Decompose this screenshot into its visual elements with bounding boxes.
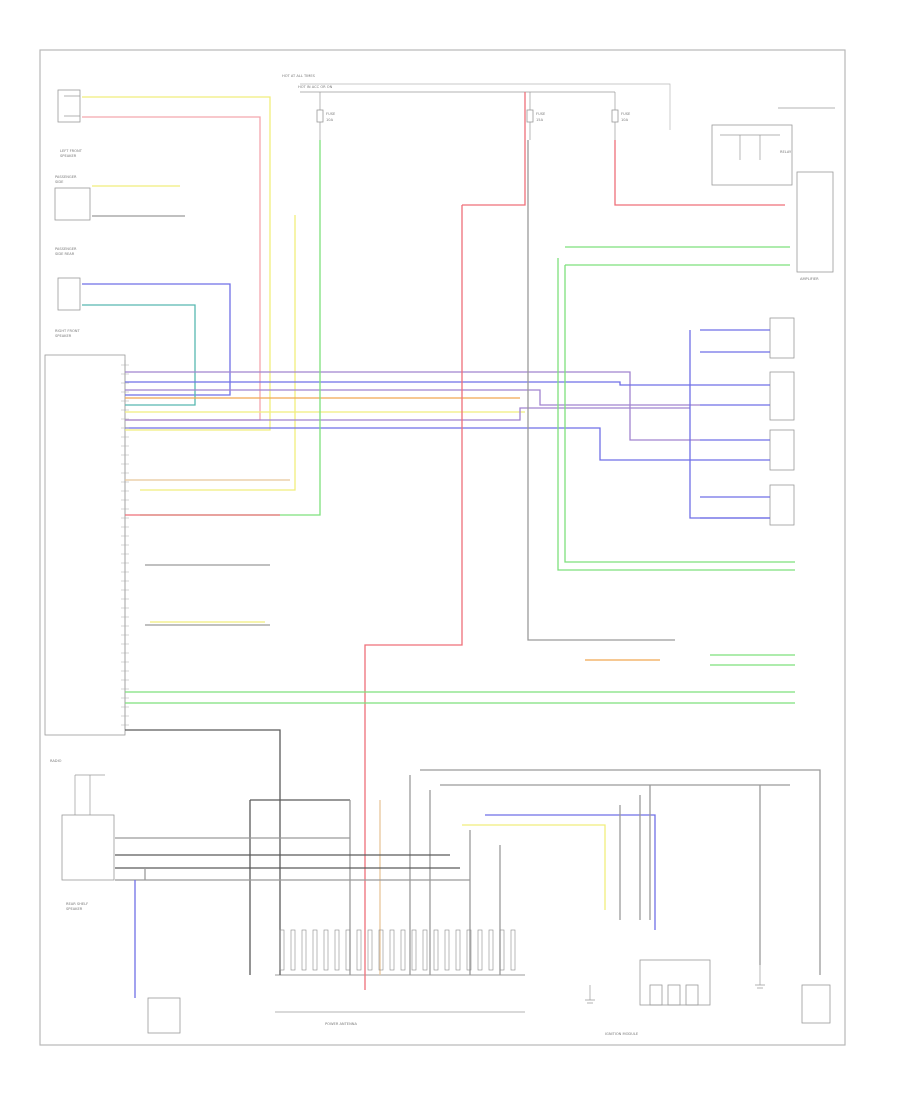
wire-green	[557, 258, 795, 571]
connector-pin	[422, 929, 428, 971]
relay-box: RELAY	[711, 107, 835, 186]
svg-text:RELAY: RELAY	[780, 150, 792, 154]
connector-pin	[455, 929, 461, 971]
connector-pin	[389, 929, 395, 971]
svg-text:PASSENGER: PASSENGER	[55, 175, 77, 179]
connector-pins	[279, 929, 516, 971]
ground-symbols	[585, 965, 765, 1004]
wire-red	[614, 140, 785, 206]
wire-red	[364, 205, 463, 990]
wire-blue	[82, 283, 231, 396]
connector-pin	[400, 929, 406, 971]
lower-left-small-box	[147, 997, 181, 1034]
left-rear-connector	[54, 187, 91, 221]
right-speaker-1	[769, 317, 795, 359]
wire-red	[462, 92, 526, 206]
svg-text:SPEAKER: SPEAKER	[66, 907, 83, 911]
diagram-frame	[39, 49, 846, 1046]
wire-blue	[689, 330, 770, 519]
svg-text:15A: 15A	[536, 118, 544, 122]
svg-text:AMPLIFIER: AMPLIFIER	[800, 277, 819, 281]
connector-pin	[510, 929, 516, 971]
right-speaker-4	[769, 484, 795, 526]
main-connector	[275, 974, 525, 1013]
svg-text:RIGHT FRONT: RIGHT FRONT	[55, 329, 80, 333]
svg-text:FUSE: FUSE	[536, 112, 546, 116]
svg-text:10A: 10A	[326, 118, 334, 122]
wire-blue	[125, 427, 700, 461]
connector-pin	[378, 929, 384, 971]
svg-text:SIDE: SIDE	[55, 180, 64, 184]
fuse-right: FUSE 10A	[611, 92, 631, 140]
connector-pin	[301, 929, 307, 971]
svg-text:SIDE REAR: SIDE REAR	[55, 252, 75, 256]
connector-pin	[334, 929, 340, 971]
svg-text:LEFT FRONT: LEFT FRONT	[60, 149, 83, 153]
wires	[82, 92, 821, 998]
fuse-left: FUSE 10A	[316, 92, 336, 140]
connector-pin	[312, 929, 318, 971]
connector-pin	[290, 929, 296, 971]
connector-pin	[433, 929, 439, 971]
radio-unit	[44, 354, 126, 736]
right-speaker-3	[769, 429, 795, 471]
svg-text:FUSE: FUSE	[326, 112, 336, 116]
right-speaker-2	[769, 371, 795, 421]
hot-at-all-times-bus	[300, 83, 671, 130]
svg-text:IGNITION MODULE: IGNITION MODULE	[605, 1032, 639, 1036]
connector-pin	[356, 929, 362, 971]
fuse-center: FUSE 15A	[526, 92, 546, 140]
wire-blue	[125, 381, 700, 386]
wire-yellow	[140, 215, 296, 491]
connector-pin	[279, 929, 285, 971]
svg-text:10A: 10A	[621, 118, 629, 122]
svg-text:REAR SHELF: REAR SHELF	[66, 902, 88, 906]
svg-text:SPEAKER: SPEAKER	[55, 334, 72, 338]
svg-text:RADIO: RADIO	[50, 759, 62, 763]
wire-teal	[82, 304, 196, 406]
wire-yellow	[82, 96, 271, 431]
label: HOT IN ACC OR ON	[298, 85, 333, 89]
amplifier-connector: AMPLIFIER	[796, 171, 834, 281]
connector-pin	[444, 929, 450, 971]
connector-pin	[345, 929, 351, 971]
connector-pin	[488, 929, 494, 971]
wire-gray	[527, 140, 675, 641]
bottom-right-small-box	[801, 984, 831, 1024]
left-mid-speaker	[57, 277, 81, 311]
radio-pin-ticks	[121, 364, 129, 726]
wire-violet	[125, 407, 690, 421]
svg-text:FUSE: FUSE	[621, 112, 631, 116]
svg-text:SPEAKER: SPEAKER	[60, 154, 77, 158]
wire-green	[564, 265, 795, 563]
svg-text:PASSENGER: PASSENGER	[55, 247, 77, 251]
label: HOT AT ALL TIMES	[282, 74, 316, 78]
connector-pin	[499, 929, 505, 971]
wire-violet	[125, 389, 700, 406]
wire-yellow	[462, 824, 606, 910]
connector-pin	[411, 929, 417, 971]
connector-pin	[323, 929, 329, 971]
wire-blue	[485, 814, 656, 930]
bottom-right-module	[639, 959, 711, 1006]
svg-text:POWER ANTENNA: POWER ANTENNA	[325, 1022, 357, 1026]
left-front-speaker	[57, 89, 81, 123]
connector-pin	[477, 929, 483, 971]
wire-dark	[125, 729, 281, 975]
wire-gray	[420, 769, 821, 975]
connector-pin	[367, 929, 373, 971]
wire-pink	[82, 116, 261, 421]
wire-violet	[125, 371, 700, 441]
connector-pin	[466, 929, 472, 971]
lower-left-module	[61, 774, 115, 881]
